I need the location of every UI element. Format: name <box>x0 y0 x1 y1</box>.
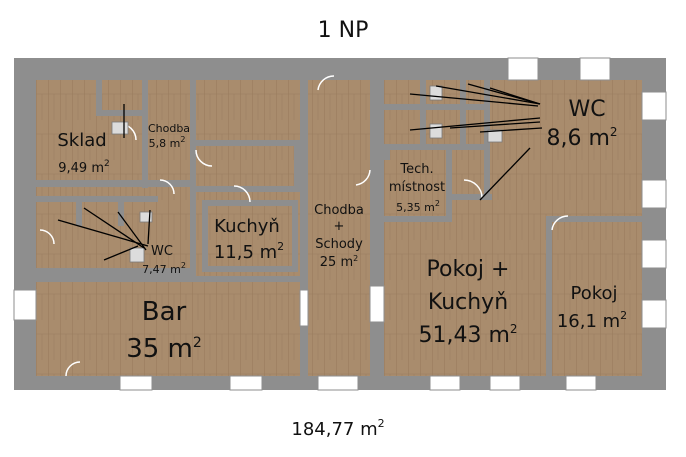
door-swings <box>39 75 569 377</box>
room-wc-right-name: WC <box>568 97 605 122</box>
room-wc-right-area: 8,6 m2 <box>546 125 617 151</box>
room-wc-left-name: WC <box>151 244 173 259</box>
room-pokoj-kuchyn-area: 51,43 m2 <box>418 322 517 348</box>
room-pokoj-kuchyn-name1: Pokoj + <box>427 257 510 282</box>
room-pokoj-name: Pokoj <box>570 283 617 304</box>
room-bar-name: Bar <box>142 297 187 327</box>
room-tech-name1: Tech. <box>399 162 433 177</box>
room-bar-area: 35 m2 <box>126 334 202 364</box>
leader-lines <box>57 83 543 261</box>
room-chodba-schody-name1: Chodba <box>314 203 364 218</box>
room-labels: Sklad 9,49 m2 Chodba 5,8 m2 Kuchyň 11,5 … <box>57 97 627 364</box>
room-pokoj-area: 16,1 m2 <box>557 309 627 332</box>
room-chodba-schody-area: 25 m2 <box>320 254 358 270</box>
room-pokoj-kuchyn-name2: Kuchyň <box>428 290 508 315</box>
room-sklad-area: 9,49 m2 <box>58 159 109 176</box>
interior-walls-left <box>36 80 308 376</box>
plan-title: 1 NP <box>318 18 369 43</box>
room-kuchyn-name: Kuchyň <box>214 216 280 237</box>
room-chodba-area: 5,8 m2 <box>149 135 186 150</box>
room-sklad-name: Sklad <box>57 130 106 151</box>
room-wc-left-area: 7,47 m2 <box>142 261 186 276</box>
windows <box>13 57 667 391</box>
room-tech-area: 5,35 m2 <box>396 199 440 214</box>
room-chodba-schody-name3: Schody <box>315 237 363 252</box>
room-chodba-name: Chodba <box>148 122 190 135</box>
total-area: 184,77 m2 <box>291 417 384 440</box>
room-kuchyn-area: 11,5 m2 <box>214 240 284 263</box>
room-chodba-schody-name2: + <box>334 219 345 234</box>
room-tech-name2: místnost <box>389 180 445 195</box>
